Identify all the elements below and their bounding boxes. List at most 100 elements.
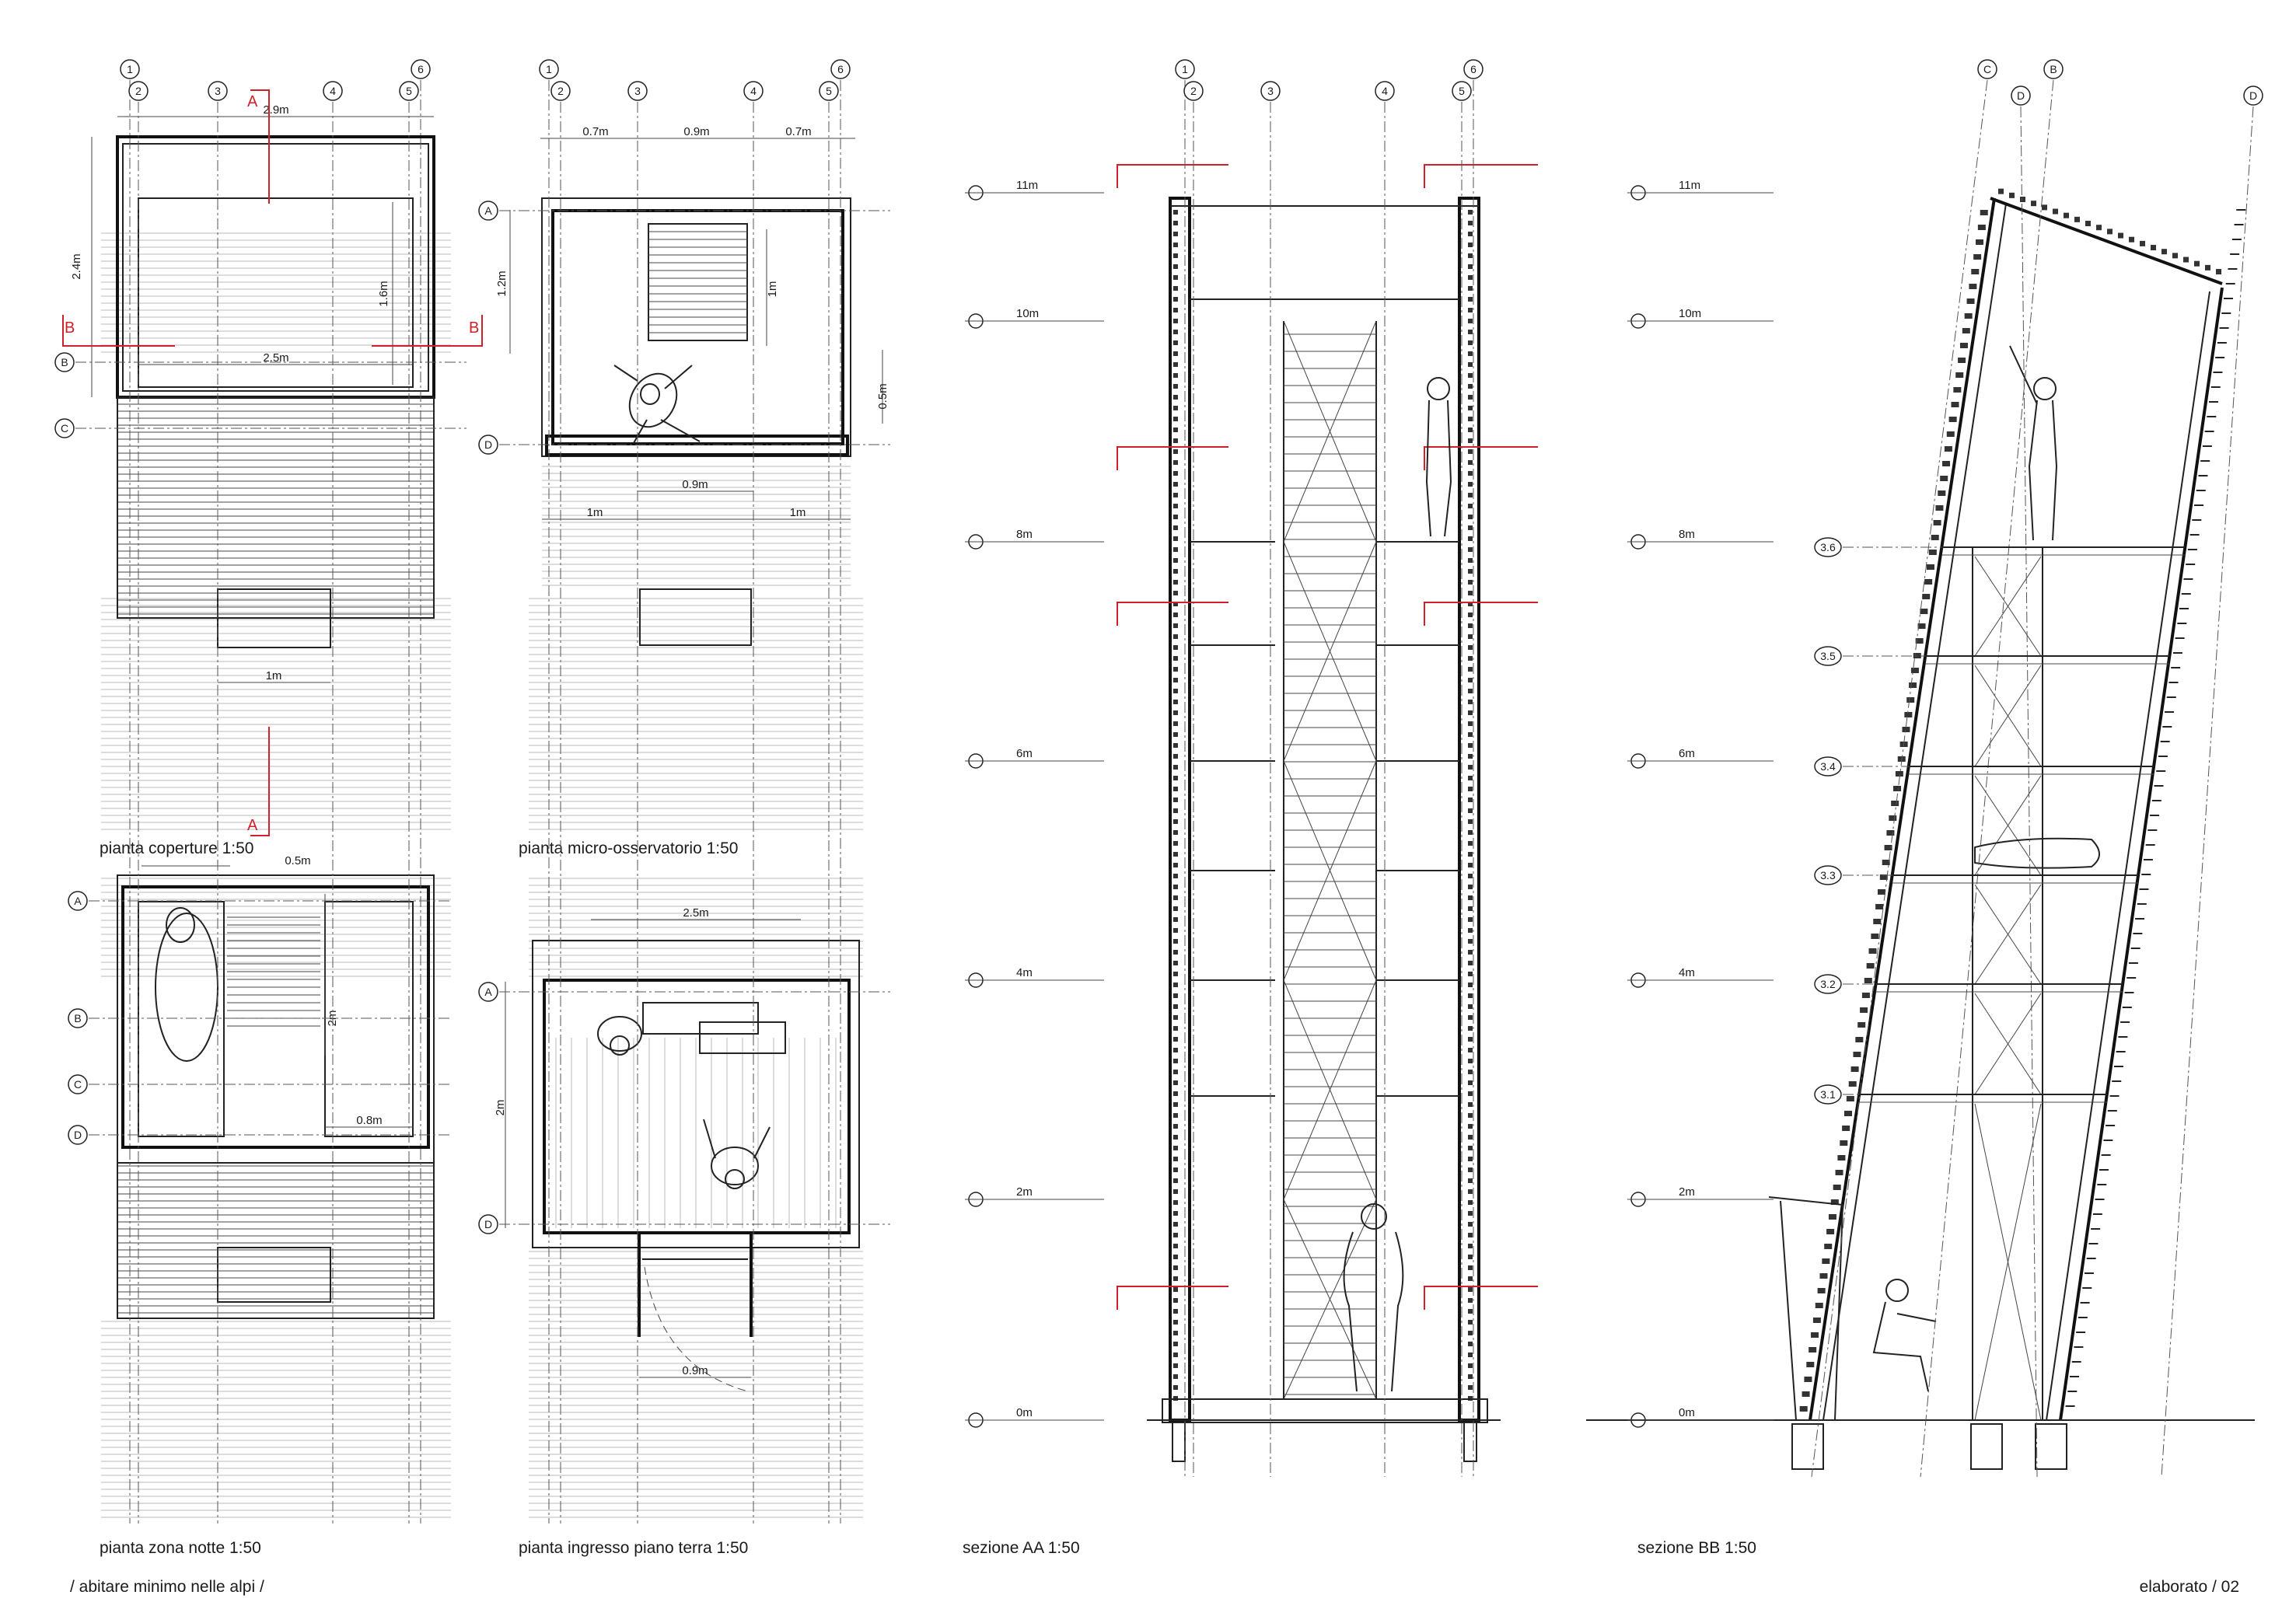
dim-inner-depth: 1.6m [377, 281, 390, 306]
roof-plan: 2.9m 2.4m 1.6m 2.5m 1m A A B B pianta co… [62, 89, 483, 857]
grid-bubble [54, 418, 75, 438]
level-label: 10m [1016, 307, 1039, 320]
floor-level-bubble [1814, 1084, 1842, 1105]
grid-bubble [68, 1074, 88, 1094]
section-cut-marks [1117, 164, 1538, 1310]
grid-bubble [120, 59, 140, 79]
grid-label: B [2050, 63, 2057, 75]
grid-label: 5 [826, 85, 832, 97]
grid-label: C [74, 1078, 82, 1091]
section-label-a-bottom: A [247, 817, 258, 834]
caption-entrance-plan: pianta ingresso piano terra 1:50 [519, 1539, 748, 1557]
floor-level-label: 3.4 [1820, 760, 1836, 773]
grid-label: D [484, 438, 492, 451]
sleeping-person-figure [155, 907, 218, 1062]
floor-level-bubble [1814, 865, 1842, 885]
dim-bottom-center: 0.9m [682, 478, 708, 491]
grid-bubble [478, 435, 498, 455]
dim-hatch: 1m [266, 669, 282, 682]
grid-bubble [1260, 81, 1281, 101]
grid-bubble [208, 81, 228, 101]
floor-level-bubble [1814, 974, 1842, 994]
project-title: / abitare minimo nelle alpi / [70, 1578, 264, 1596]
stair [648, 223, 748, 341]
section-aa: sezione AA 1:50 [963, 164, 1538, 1557]
section-mark-b [62, 315, 175, 347]
section-cut-mark [1424, 602, 1538, 626]
grid-bubble [2243, 86, 2263, 106]
floor-level-bubble [1814, 537, 1842, 557]
grid-label: D [484, 1218, 492, 1230]
roof-edge [122, 143, 429, 392]
caption-section-bb: sezione BB 1:50 [1637, 1539, 1756, 1557]
grid-axis [1811, 79, 1988, 1478]
stair-treads [648, 231, 747, 333]
footing [1970, 1423, 2003, 1470]
section-mark-b [372, 315, 483, 347]
grid-bubble [1175, 59, 1195, 79]
roof-tilted [1990, 197, 2223, 285]
decking-hatch [529, 466, 863, 830]
floor-level-label: 3.3 [1820, 869, 1836, 881]
person-figure [1872, 345, 2100, 1392]
grid-label: 4 [330, 85, 336, 97]
section-cut-mark [1117, 446, 1228, 470]
floor-level-label: 3.5 [1820, 650, 1836, 662]
level-label: 4m [1679, 966, 1695, 979]
person-figure [1343, 377, 1452, 1392]
section-label-b-left: B [65, 319, 75, 337]
section-cut-mark [1424, 446, 1538, 470]
grid-bubble [1977, 59, 1997, 79]
section-cut-mark [1117, 164, 1228, 188]
section-cut-mark [1424, 164, 1538, 188]
level-label: 0m [1679, 1406, 1695, 1419]
level-label: 6m [1016, 747, 1033, 760]
balcony-beam [545, 435, 849, 456]
roof-hatch [217, 588, 331, 648]
grid-label: 4 [750, 85, 757, 97]
grid-label: 1 [1182, 63, 1188, 75]
grid-bubble [2011, 86, 2031, 106]
section-cut-mark [1424, 1286, 1538, 1310]
night-walls [121, 885, 430, 1149]
interior-structure [1173, 210, 1473, 1401]
level-label: 10m [1679, 307, 1701, 320]
grid-bubble [478, 201, 498, 221]
grid-label: 6 [418, 63, 424, 75]
grid-label: 1 [127, 63, 133, 75]
observatory-plan: 0.7m 0.9m 0.7m 1.2m 1m 0.5m 0.9m 1m 1m p… [495, 125, 889, 857]
night-outline [117, 874, 435, 1164]
grid-bubble [478, 1214, 498, 1234]
caption-observatory-plan: pianta micro-osservatorio 1:50 [519, 839, 738, 857]
grid-bubble [1452, 81, 1472, 101]
sheet-number: elaborato / 02 [2140, 1578, 2239, 1596]
dim-inner-width: 2.5m [263, 351, 288, 365]
grid-bubble [68, 1125, 88, 1145]
bed-left [138, 901, 225, 1137]
grid-axis [2161, 106, 2254, 1478]
grid-bubble [54, 352, 75, 372]
entrance-walls [543, 979, 851, 1234]
dim-width: 2.9m [263, 103, 288, 117]
grid-label: D [2017, 89, 2025, 102]
dim-top: 0.5m [285, 854, 310, 867]
grid-bubble [830, 59, 851, 79]
grid-label: A [484, 204, 492, 217]
dim-center: 0.9m [683, 125, 709, 138]
observatory-walls [551, 209, 844, 445]
grid-axis [2020, 106, 2038, 1478]
caption-night-plan: pianta zona notte 1:50 [100, 1539, 261, 1557]
entrance-canopy [1768, 1196, 1844, 1421]
grid-bubble [399, 81, 419, 101]
floor-level-label: 3.2 [1820, 978, 1836, 990]
door-swing [644, 1266, 749, 1392]
grid-bubble [627, 81, 648, 101]
grid-label: B [61, 356, 68, 368]
wall-left [1169, 197, 1191, 1422]
wall-left-tilted [1808, 197, 1996, 1421]
base-slab [1162, 1398, 1488, 1423]
grid-bubble [743, 81, 764, 101]
night-hatch [217, 1247, 331, 1303]
